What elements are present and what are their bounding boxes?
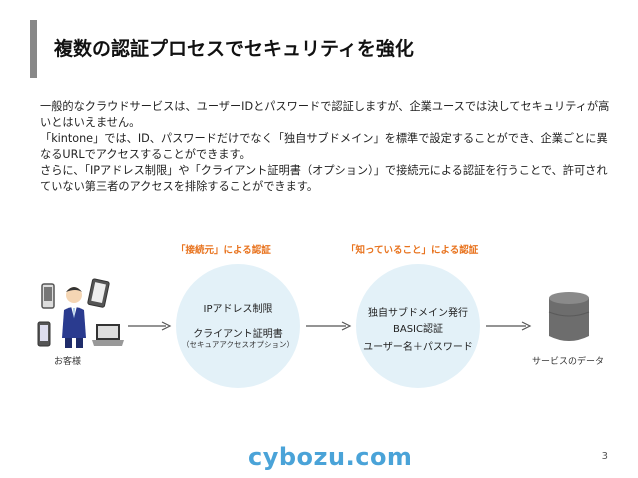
username-password-text: ユーザー名＋パスワード [363,342,473,353]
connection-auth-circle [176,264,300,388]
customer-devices-icon [37,278,124,348]
arrow-icon [486,321,532,331]
database-icon [548,292,590,341]
service-data-label: サービスのデータ [532,357,605,367]
paragraph-3: さらに、「IPアドレス制限」や「クライアント証明書（オプション）」で接続元による… [40,164,608,193]
ip-restriction-text: IPアドレス制限 [203,304,273,315]
arrow-icon [128,321,172,331]
logo-main: cybozu [248,443,346,471]
label-connection-auth: 「接続元」による認証 [176,245,271,256]
body-text: 一般的なクラウドサービスは、ユーザーIDとパスワードで認証しますが、企業ユースで… [40,99,610,195]
cybozu-logo: cybozu.com [248,443,412,471]
label-knowledge-auth: 「知っていること」による認証 [346,245,479,256]
secure-access-option-text: （セキュアアクセスオプション） [182,340,294,349]
logo-suffix: .com [345,443,413,471]
title-accent-bar [30,20,37,78]
slide-title: 複数の認証プロセスでセキュリティを強化 [54,38,414,60]
arrow-icon [306,321,352,331]
client-cert-text: クライアント証明書 [193,329,283,340]
customer-label: お客様 [54,357,82,367]
knowledge-auth-circle [356,264,480,388]
paragraph-2: 「kintone」では、ID、パスワードだけでなく「独自サブドメイン」を標準で設… [40,132,608,161]
subdomain-text: 独自サブドメイン発行 [368,308,468,319]
page-number: 3 [601,451,608,462]
paragraph-1: 一般的なクラウドサービスは、ユーザーIDとパスワードで認証しますが、企業ユースで… [40,100,610,129]
basic-auth-text: BASIC認証 [393,324,443,335]
